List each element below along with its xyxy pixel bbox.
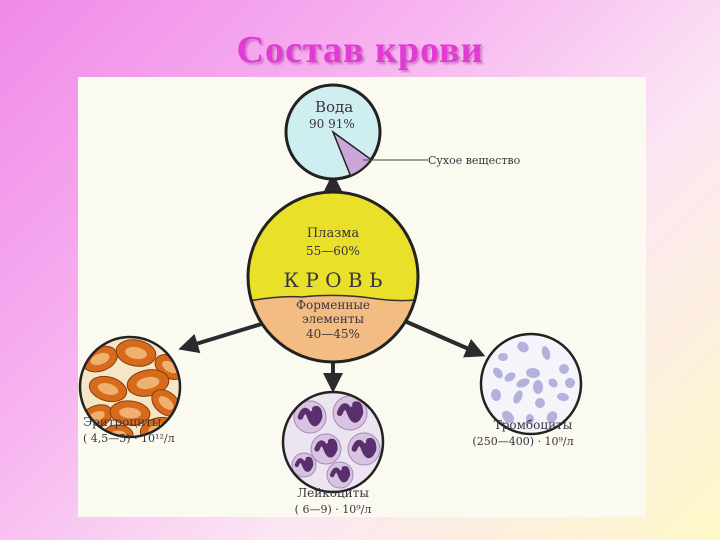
leukocyte-cell	[332, 395, 368, 431]
dry-matter-label: Сухое вещество	[428, 154, 521, 167]
erythrocyte-cell	[151, 389, 180, 417]
platelet-cell	[513, 390, 523, 404]
arrow-to-erythrocytes	[178, 320, 269, 354]
leukocytes-name: Лейкоциты	[297, 486, 369, 500]
erythrocytes-name: Эритроциты	[83, 415, 162, 429]
plasma-label: Плазма	[307, 226, 360, 241]
platelet-cell	[516, 378, 530, 388]
platelet-cell	[493, 367, 503, 379]
leukocyte-cell	[326, 461, 354, 489]
diagram-panel: Вода 90 91% Сухое вещество Плазма 55—60%…	[78, 77, 646, 517]
formed-elements-label-2: элементы	[302, 312, 365, 326]
erythrocytes-count: ( 4,5—5) · 10¹²/л	[83, 432, 175, 445]
water-pie	[284, 83, 382, 181]
leukocyte-cell	[347, 432, 381, 466]
leukocyte-cell	[291, 452, 317, 478]
erythrocyte-cell	[109, 400, 151, 426]
platelet-cell	[525, 414, 535, 424]
water-percent: 90 91%	[309, 117, 355, 131]
platelet-cell	[548, 378, 558, 388]
platelet-cell	[559, 364, 569, 374]
platelet-cell	[526, 367, 540, 379]
platelet-cell	[501, 410, 515, 424]
platelet-cell	[541, 346, 551, 360]
leukocytes-image	[281, 390, 385, 494]
water-label: Вода	[315, 98, 353, 116]
erythrocyte-cell	[88, 375, 128, 403]
platelets-image	[479, 332, 583, 436]
leukocytes-count: ( 6—9) · 10⁹/л	[295, 503, 372, 516]
leukocyte-cell	[310, 433, 342, 465]
blood-composition-diagram: Вода 90 91% Сухое вещество Плазма 55—60%…	[78, 83, 583, 516]
formed-elements-label-1: Форменные	[296, 298, 370, 312]
arrow-to-platelets	[399, 317, 486, 358]
leukocyte-cell	[293, 400, 327, 434]
platelet-cell	[504, 372, 516, 382]
platelet-cell	[517, 341, 529, 353]
platelets-name: Тромбоциты	[494, 418, 573, 432]
platelet-cell	[498, 353, 508, 361]
platelet-cell	[565, 378, 575, 388]
plasma-percent: 55—60%	[306, 244, 360, 258]
formed-elements-percent: 40—45%	[306, 327, 360, 341]
platelets-count: (250—400) · 10⁹/л	[472, 435, 573, 448]
erythrocytes-image	[78, 335, 182, 439]
platelet-cell	[532, 380, 544, 394]
platelet-cell	[546, 411, 558, 423]
platelet-cell	[490, 389, 502, 401]
slide-title: Состав крови	[236, 29, 484, 71]
blood-label: К Р О В Ь	[284, 268, 383, 292]
platelet-cell	[535, 398, 545, 408]
platelet-cell	[557, 392, 569, 402]
erythrocyte-cell	[115, 339, 157, 367]
